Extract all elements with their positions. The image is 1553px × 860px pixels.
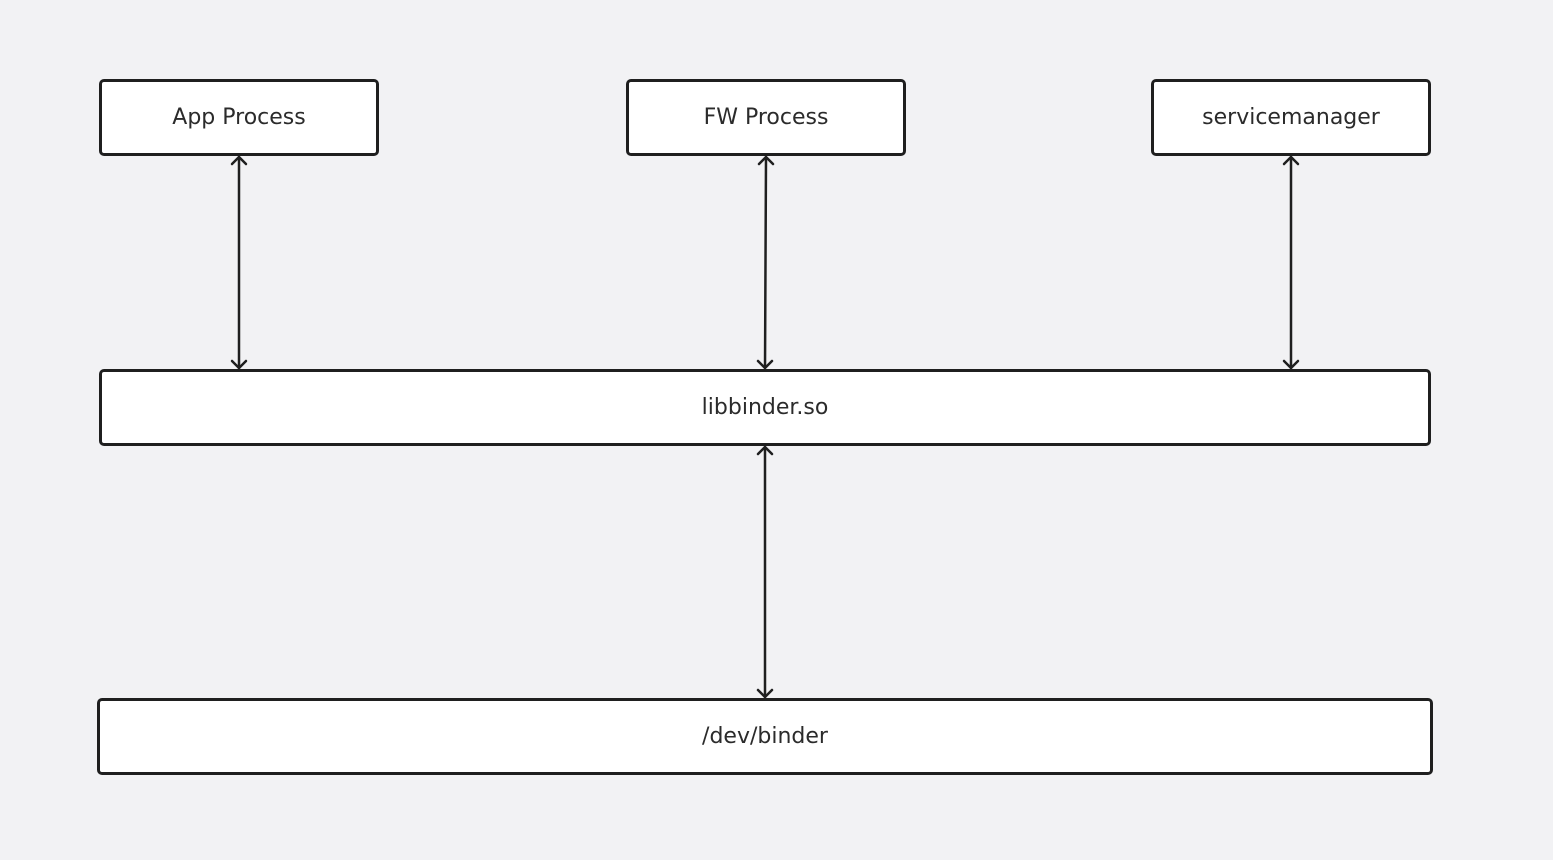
node-servicemanager: servicemanager	[1151, 79, 1431, 156]
edge-libbinder-dev-binder	[756, 445, 774, 699]
edge-fw-process-libbinder	[756, 155, 775, 370]
node-label: libbinder.so	[701, 395, 829, 420]
node-label: servicemanager	[1202, 105, 1380, 130]
node-label: FW Process	[703, 105, 829, 130]
node-fw-process: FW Process	[626, 79, 906, 156]
node-label: App Process	[172, 105, 306, 130]
edge-app-process-libbinder	[230, 155, 248, 370]
edge-servicemanager-libbinder	[1282, 155, 1300, 370]
node-libbinder: libbinder.so	[99, 369, 1431, 446]
node-label: /dev/binder	[702, 724, 828, 749]
node-dev-binder: /dev/binder	[97, 698, 1433, 775]
node-app-process: App Process	[99, 79, 379, 156]
